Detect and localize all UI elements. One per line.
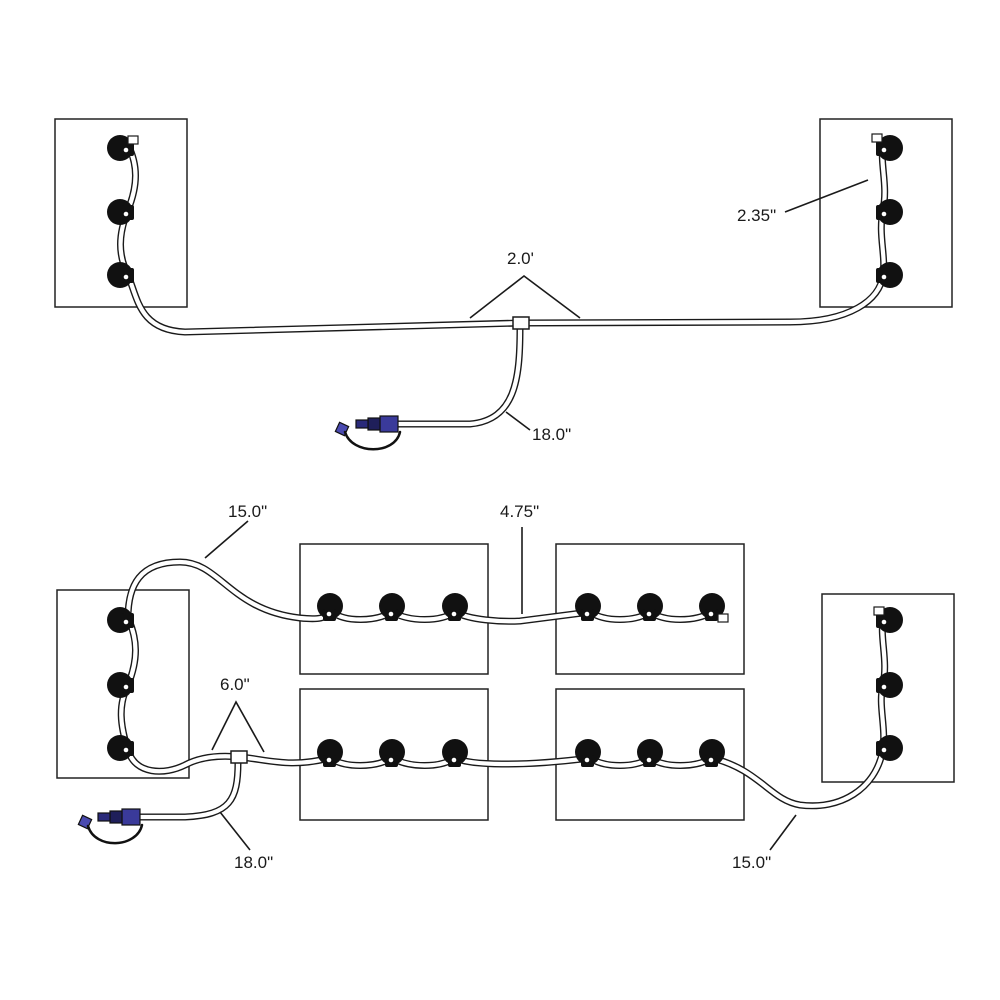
dimension-label: 15.0" (732, 853, 771, 872)
dimension-label: 4.75" (500, 502, 539, 521)
dimension-label: 18.0" (234, 853, 273, 872)
end-plug-icon (717, 606, 885, 623)
dimension-left-loop: 15.0" (204, 502, 267, 559)
dimension-label: 2.35" (737, 206, 776, 225)
dimension-tee-span: 6.0" (211, 675, 265, 753)
top-layout: 2.35" 2.0' 18.0" (54, 118, 953, 451)
quick-connect-icon (334, 415, 402, 451)
dimension-bank-gap: 4.75" (500, 502, 539, 614)
tee-fitting-top (512, 316, 530, 330)
dimension-label: 6.0" (220, 675, 250, 694)
dimension-fill-hose: 18.0" (219, 811, 273, 872)
tubing-top (117, 141, 889, 428)
bottom-layout: 15.0" 4.75" 6.0" 18.0" 15.0" (56, 502, 955, 872)
dimension-fill-hose: 18.0" (505, 411, 571, 444)
dimension-label: 2.0' (507, 249, 534, 268)
dimension-label: 15.0" (228, 502, 267, 521)
dimension-tee-span: 2.0' (469, 249, 581, 319)
quick-connect-icon (77, 808, 144, 845)
dimension-label: 18.0" (532, 425, 571, 444)
end-plug-icon (127, 133, 883, 145)
tee-fitting-bottom (230, 750, 248, 764)
dimension-valve-spacing: 2.35" (737, 179, 869, 225)
dimension-right-run: 15.0" (732, 814, 797, 872)
